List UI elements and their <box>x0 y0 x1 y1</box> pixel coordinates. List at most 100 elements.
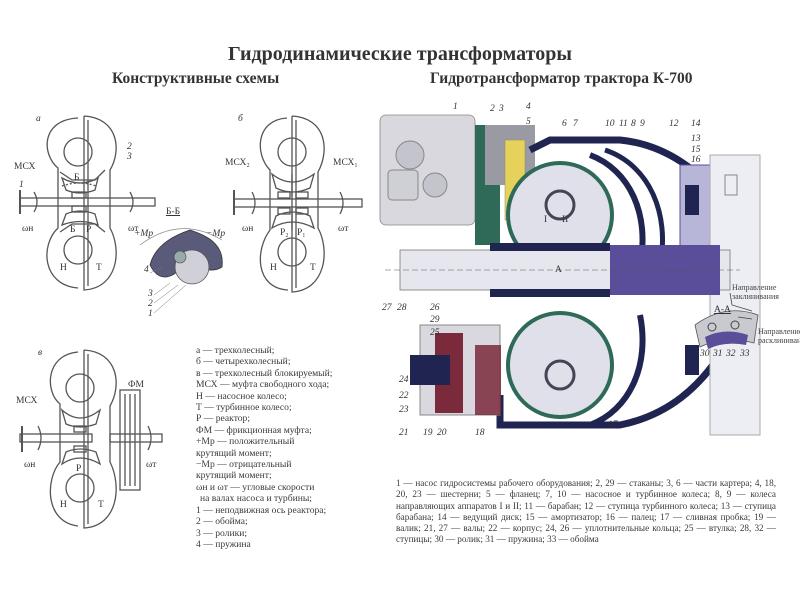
section-aa-drawing <box>694 292 759 349</box>
scheme-b-pump: Н <box>270 263 277 273</box>
scheme-v-fm-label: ФМ <box>128 380 144 390</box>
scheme-b-turbine: Т <box>310 263 316 273</box>
k700-callout-17: 17 <box>608 420 618 430</box>
scheme-b-reactor-2: Р₂ <box>280 228 289 238</box>
scheme-a-drawing <box>19 115 156 291</box>
section-bb-part-3: 3 <box>148 289 153 299</box>
section-bb-part-4: 4 <box>144 265 149 275</box>
legend-item: крутящий момент; <box>196 447 272 459</box>
scheme-a-omega-t: ωт <box>128 224 139 234</box>
legend-item: ωн и ωт — угловые скорости <box>196 481 315 493</box>
legend-item: МСХ — муфта свободного хода; <box>196 379 330 391</box>
legend-item: в — трехколесный блокируемый; <box>196 367 333 379</box>
scheme-a-reactor: Р <box>86 225 92 235</box>
scheme-a-turbine: Т <box>96 263 102 273</box>
legend-item: 2 — обойма; <box>196 516 248 528</box>
section-bb-part-1: 1 <box>148 309 153 319</box>
k700-cutaway-drawing <box>379 114 761 436</box>
k700-callout-22: 22 <box>399 391 409 401</box>
scheme-a-pump: Н <box>60 263 67 273</box>
aa-callout-33: 33 <box>740 349 750 359</box>
k700-callout-21: 21 <box>399 428 409 438</box>
legend-item: Р — реактор; <box>196 413 251 425</box>
section-bb-part-2: 2 <box>148 299 153 309</box>
k700-callout-23: 23 <box>399 405 409 415</box>
legend-item: крутящий момент; <box>196 470 272 482</box>
scheme-b-msx1-label: МСХ₁ <box>333 158 358 168</box>
k700-callout-20: 20 <box>437 428 447 438</box>
k700-callout-14: 14 <box>691 119 701 129</box>
k700-parts-caption: 1 — насос гидросистемы рабочего оборудов… <box>396 478 776 545</box>
scheme-v-drawing <box>19 349 163 529</box>
legend-item: Т — турбинное колесо; <box>196 402 292 414</box>
section-bb-plus-moment: +Mр <box>134 229 154 239</box>
schemes-legend: а — трехколесный; б — четырехколесный; в… <box>196 345 386 550</box>
section-aa: А-А Направление заклинивания Направление… <box>680 255 800 365</box>
scheme-a-part-2: 2 <box>127 142 132 152</box>
scheme-a-part-1: 1 <box>19 180 24 190</box>
scheme-v: в МСХ ФМ Р Н Т ωн ωт <box>0 330 180 550</box>
direction-unlock-label: Направление расклинивания <box>758 327 800 345</box>
section-mark-a: А <box>555 265 562 275</box>
legend-item: 1 — неподвижная ось реактора; <box>196 504 327 516</box>
legend-item: а — трехколесный; <box>196 345 275 356</box>
k700-callout-1: 1 <box>453 102 458 112</box>
k700-callout-26: 26 <box>430 303 440 313</box>
section-bb: Б-Б +Mр −Mр 4 3 2 1 <box>130 205 240 320</box>
k700-callout-8: 8 <box>631 119 636 129</box>
section-bb-title: Б-Б <box>166 207 181 217</box>
scheme-v-omega-n: ωн <box>24 460 36 470</box>
scheme-b: б МСХ₂ МСХ₁ Р₂ Р₁ Н Т ωн ωт <box>200 100 380 300</box>
guide-vane-II: II <box>562 215 569 225</box>
scheme-v-letter: в <box>38 348 43 358</box>
legend-item: +Mр — положительный <box>196 436 295 448</box>
k700-callout-16: 16 <box>691 155 701 165</box>
legend-item: б — четырехколесный; <box>196 356 291 368</box>
k700-cutaway: 1 2 3 4 5 6 7 10 11 8 9 12 14 13 15 16 2… <box>379 95 800 445</box>
k700-callout-10: 10 <box>605 119 615 129</box>
k700-callout-5: 5 <box>526 117 531 127</box>
page-title: Гидродинамические трансформаторы <box>228 43 572 65</box>
legend-item: Н — насосное колесо; <box>196 390 287 402</box>
legend-item: на валах насоса и турбины; <box>200 493 312 505</box>
legend-item: ФМ — фрикционная муфта; <box>196 424 312 436</box>
k700-callout-3: 3 <box>499 104 504 114</box>
k700-callout-6: 6 <box>562 119 567 129</box>
scheme-a-part-3: 3 <box>127 152 132 162</box>
scheme-v-turbine: Т <box>98 500 104 510</box>
k700-callout-18: 18 <box>475 428 485 438</box>
aa-callout-30: 30 <box>700 349 710 359</box>
scheme-v-msx-label: МСХ <box>16 396 38 406</box>
scheme-b-reactor-1: Р₁ <box>297 228 306 238</box>
scheme-a-msx-label: МСХ <box>14 162 36 172</box>
k700-callout-2: 2 <box>490 104 495 114</box>
scheme-a: а МСХ 1 2 3 Б Б Р Н Т ωн ωт <box>0 100 175 300</box>
k700-callout-25: 25 <box>430 328 440 338</box>
direction-lock-label: Направление заклинивания <box>732 283 779 301</box>
k700-callout-24: 24 <box>399 375 409 385</box>
scheme-v-omega-t: ωт <box>146 460 157 470</box>
k700-callout-27: 27 <box>382 303 392 313</box>
scheme-b-drawing <box>233 115 363 293</box>
aa-callout-31: 31 <box>713 349 723 359</box>
scheme-b-msx2-label: МСХ₂ <box>225 158 250 168</box>
scheme-b-omega-t: ωт <box>338 224 349 234</box>
scheme-a-omega-n: ωн <box>22 224 34 234</box>
subtitle-k700: Гидротрансформатор трактора К-700 <box>430 70 693 87</box>
k700-callout-7: 7 <box>573 119 578 129</box>
section-bb-drawing <box>139 228 223 314</box>
k700-callout-11: 11 <box>619 119 628 129</box>
k700-callout-4: 4 <box>526 102 531 112</box>
scheme-v-pump: Н <box>60 500 67 510</box>
k700-callout-29: 29 <box>430 315 440 325</box>
scheme-b-omega-n: ωн <box>242 224 254 234</box>
section-bb-minus-moment: −Mр <box>206 229 226 239</box>
scheme-a-b-bottom: Б <box>70 225 76 235</box>
k700-callout-12: 12 <box>669 119 679 129</box>
section-aa-title: А-А <box>714 305 731 315</box>
legend-item: −Mр — отрицательный <box>196 459 292 471</box>
k700-callout-15: 15 <box>691 145 701 155</box>
k700-callout-19: 19 <box>423 428 433 438</box>
legend-item: 3 — ролики; <box>196 527 248 539</box>
aa-callout-32: 32 <box>726 349 736 359</box>
